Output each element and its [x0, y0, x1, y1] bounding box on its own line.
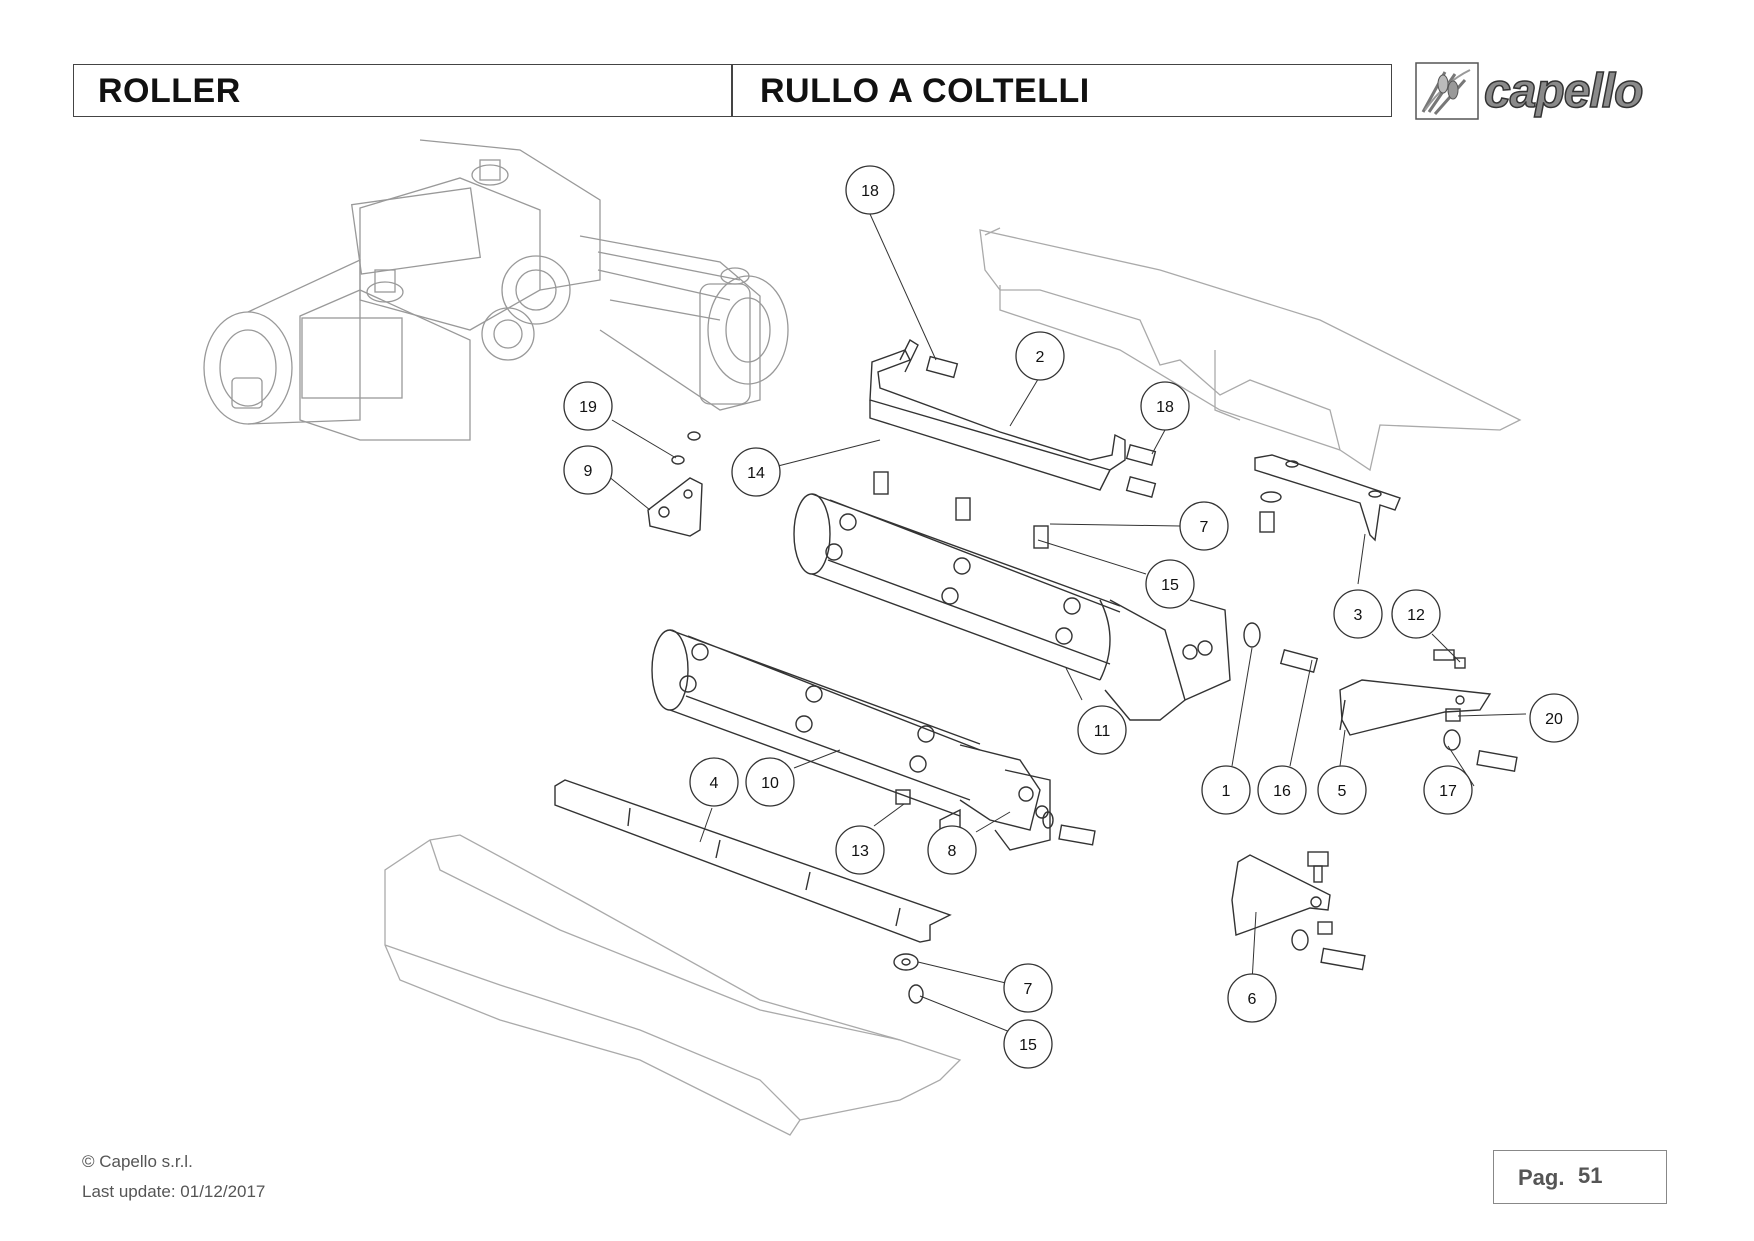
leader-lines	[607, 213, 1527, 1033]
callout-12: 12	[1391, 589, 1441, 639]
part-5-bracket	[1339, 679, 1492, 736]
page-label: Pag.	[1518, 1165, 1565, 1190]
svg-text:3: 3	[1354, 607, 1363, 624]
part-4-strip	[554, 779, 952, 943]
callout-14: 14	[731, 447, 781, 497]
svg-text:7: 7	[1024, 981, 1033, 998]
callout-2: 2	[1015, 331, 1065, 381]
part-11-rotor	[793, 493, 1231, 721]
bolts-upper	[671, 355, 1282, 549]
callout-11: 11	[1077, 705, 1127, 755]
part-2-bracket	[869, 338, 1126, 491]
header-box: ROLLER RULLO A COLTELLI	[73, 64, 1392, 117]
callout-18b: 18	[1140, 381, 1190, 431]
callout-7a: 7	[1179, 501, 1229, 551]
logo-wordmark: capello	[1483, 64, 1644, 119]
svg-text:16: 16	[1273, 783, 1291, 800]
footer-last-update: Last update: 01/12/2017	[82, 1182, 266, 1201]
callout-18a: 18	[845, 165, 895, 215]
callout-19: 19	[563, 381, 613, 431]
svg-text:2: 2	[1036, 349, 1045, 366]
callout-1: 1	[1201, 765, 1251, 815]
svg-text:1: 1	[1222, 783, 1231, 800]
footer-copyright: © Capello s.r.l.	[82, 1152, 193, 1171]
callout-10: 10	[745, 757, 795, 807]
part-9-bracket	[647, 477, 703, 537]
callout-4: 4	[689, 757, 739, 807]
title-english: ROLLER	[98, 72, 241, 110]
hardware-lower	[893, 622, 1518, 1004]
callout-5: 5	[1317, 765, 1367, 815]
wheat-ear-logo-icon	[1415, 62, 1479, 120]
svg-text:4: 4	[710, 775, 719, 792]
callout-16: 16	[1257, 765, 1307, 815]
svg-text:13: 13	[851, 843, 869, 860]
svg-text:18: 18	[861, 183, 879, 200]
callout-7b: 7	[1003, 963, 1053, 1013]
page-number: 51	[1578, 1163, 1603, 1188]
part-10-rotor	[651, 629, 1051, 856]
callout-3: 3	[1333, 589, 1383, 639]
svg-text:15: 15	[1161, 577, 1179, 594]
svg-text:5: 5	[1338, 783, 1347, 800]
part-6-bracket	[1231, 851, 1366, 971]
svg-text:20: 20	[1545, 711, 1563, 728]
callout-9: 9	[563, 445, 613, 495]
svg-text:19: 19	[579, 399, 597, 416]
svg-text:7: 7	[1200, 519, 1209, 536]
svg-text:17: 17	[1439, 783, 1457, 800]
callout-8: 8	[927, 825, 977, 875]
svg-text:14: 14	[747, 465, 765, 482]
svg-text:12: 12	[1407, 607, 1425, 624]
part-3-plate	[1254, 454, 1401, 542]
hardware-8-13	[895, 789, 1096, 846]
header-divider	[731, 65, 733, 116]
callout-6: 6	[1227, 973, 1277, 1023]
callout-20: 20	[1529, 693, 1579, 743]
svg-text:6: 6	[1248, 991, 1257, 1008]
svg-text:8: 8	[948, 843, 957, 860]
lower-guard-cover	[384, 834, 962, 1136]
svg-text:15: 15	[1019, 1037, 1037, 1054]
gearbox-assembly	[203, 139, 789, 441]
callout-15b: 15	[1003, 1019, 1053, 1069]
upper-guard-cover	[979, 227, 1522, 472]
svg-text:18: 18	[1156, 399, 1174, 416]
callout-17: 17	[1423, 765, 1473, 815]
callouts: 18 2 18 19 9 14 7 15 3 12 11 20 1 16 5 1…	[563, 165, 1579, 1069]
title-italian: RULLO A COLTELLI	[760, 72, 1090, 110]
svg-text:11: 11	[1094, 723, 1111, 740]
callout-13: 13	[835, 825, 885, 875]
svg-text:10: 10	[761, 775, 779, 792]
page-number-box: Pag. 51	[1493, 1150, 1667, 1204]
callout-15a: 15	[1145, 559, 1195, 609]
svg-text:9: 9	[584, 463, 593, 480]
